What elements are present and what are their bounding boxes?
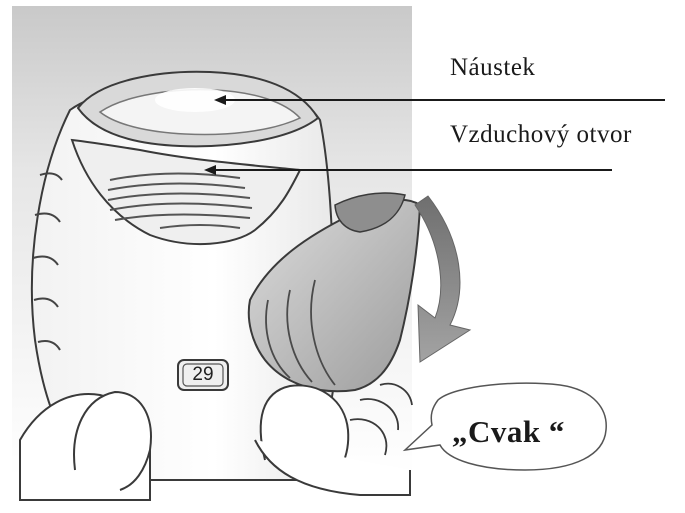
rotation-arrow [415, 196, 470, 362]
label-air-vent: Vzduchový otvor [450, 121, 632, 149]
label-mouthpiece: Náustek [450, 54, 535, 82]
dose-counter-number: 29 [181, 364, 225, 386]
click-sound-text: „Cvak “ [452, 414, 565, 450]
